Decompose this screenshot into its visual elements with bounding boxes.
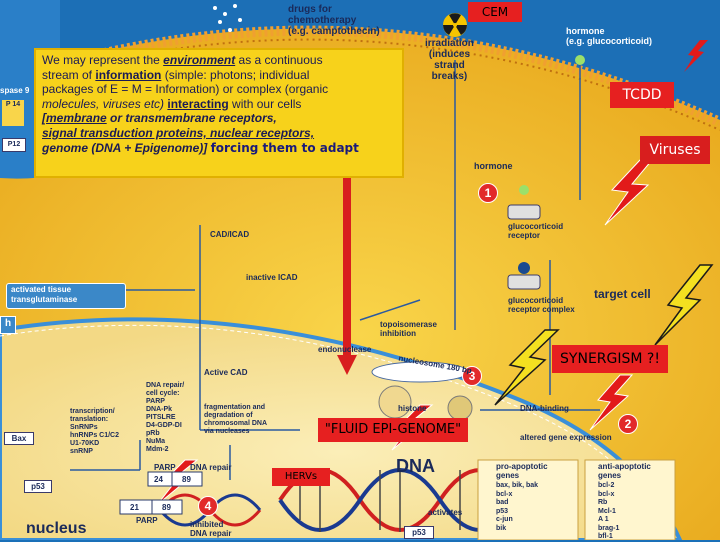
hormone-top-label: hormone (e.g. glucocorticoid) bbox=[566, 26, 653, 46]
tb-membrane: membrane bbox=[46, 111, 107, 126]
fragmentation-label: fragmentation and degradation of chromos… bbox=[204, 404, 268, 435]
inactive-icad-label: inactive ICAD bbox=[246, 273, 298, 282]
tb-information: information bbox=[95, 67, 162, 82]
anti-list: bcl-2 bcl-x Rb Mcl-1 A 1 brag-1 bfl-1 bbox=[598, 482, 620, 540]
activates-label: activates bbox=[428, 508, 463, 517]
step-4-badge: 4 bbox=[198, 496, 218, 516]
dna-repair2-label: DNA repair bbox=[190, 463, 232, 472]
tb-line2-pre: stream of bbox=[42, 67, 96, 82]
inhibited-label: inhibited DNA repair bbox=[190, 520, 232, 538]
tb-line4-pre: molecules, viruses etc) bbox=[42, 96, 168, 111]
pro-list: bax, bik, bak bcl-x bad p53 c-jun bik bbox=[496, 482, 539, 532]
altered-gene-label: altered gene expression bbox=[520, 433, 612, 442]
n89-label: 89 bbox=[182, 475, 191, 484]
tb-line5-pre: [ bbox=[42, 111, 46, 126]
cad-icad-label: CAD/ICAD bbox=[210, 230, 250, 239]
transcription-label: transcription/ translation: SnRNPs hnRNP… bbox=[70, 408, 120, 455]
fluid-epigenome-label: "FLUID EPI-GENOME" bbox=[318, 418, 468, 442]
tb-forcing-adapt: forcing them to adapt bbox=[210, 140, 359, 155]
gc-receptor-label: glucocorticoid receptor bbox=[508, 222, 564, 240]
cem-label: CEM bbox=[468, 2, 522, 22]
tb-line5-post: or transmembrane receptors, bbox=[106, 111, 277, 126]
p53-left-box: p53 bbox=[24, 480, 52, 493]
p14-box: P 14 bbox=[2, 100, 24, 126]
hormone-mid-label: hormone bbox=[474, 161, 513, 171]
endonuclease-label: endonuclease bbox=[318, 345, 372, 354]
dna-big-label: DNA bbox=[396, 456, 435, 476]
topo-label: topoisomerase inhibition bbox=[380, 320, 437, 338]
pro-apoptotic-label: pro-apoptotic genes bbox=[496, 462, 548, 480]
n89b-label: 89 bbox=[162, 503, 171, 512]
n21-label: 21 bbox=[130, 503, 139, 512]
tb-interacting: interacting bbox=[167, 96, 229, 111]
p53-bottom-box: p53 bbox=[404, 526, 434, 539]
tb-line4-post: with our cells bbox=[228, 96, 302, 111]
h-box: h bbox=[0, 316, 16, 334]
bax-box: Bax bbox=[4, 432, 34, 445]
drugs-label: drugs for chemotherapy (e.g. camptotheci… bbox=[288, 4, 380, 37]
n24-label: 24 bbox=[154, 475, 163, 484]
dna-repair-label: DNA repair/ cell cycle: PARP DNA-Pk PITS… bbox=[146, 382, 185, 453]
viruses-label: Viruses bbox=[640, 136, 710, 164]
gc-complex-label: glucocorticoid receptor complex bbox=[508, 296, 575, 314]
hervs-label: HERVs bbox=[272, 468, 330, 486]
activated-tg-box: activated tissue transglutaminase bbox=[6, 283, 126, 309]
tb-line3: packages of E = M = Information) or comp… bbox=[42, 82, 329, 97]
nucleus-label: nucleus bbox=[26, 520, 87, 537]
tb-line1-post: as a continuous bbox=[235, 53, 323, 67]
target-cell-label: target cell bbox=[594, 287, 651, 301]
parp-bottom-label: PARP bbox=[136, 516, 158, 525]
irradiation-label: irradiation (induces strand breaks) bbox=[425, 38, 474, 82]
tb-line2-post: (simple: photons; individual bbox=[161, 67, 310, 82]
histone-label: histone bbox=[398, 404, 427, 413]
p12-box: P12 bbox=[2, 138, 26, 152]
tb-line1-pre: We may represent the bbox=[42, 53, 164, 67]
tb-environment: environment bbox=[163, 53, 236, 67]
anti-apoptotic-label: anti-apoptotic genes bbox=[598, 462, 651, 480]
step-2-badge: 2 bbox=[618, 414, 638, 434]
parp-top-label: PARP bbox=[154, 463, 176, 472]
step-3-badge: 3 bbox=[462, 366, 482, 386]
tb-line7-pre: genome (DNA + Epigenome)] bbox=[42, 140, 211, 155]
environment-textbox: We may represent the environment as a co… bbox=[34, 48, 404, 178]
step-1-badge: 1 bbox=[478, 183, 498, 203]
synergism-label: SYNERGISM ?! bbox=[552, 345, 668, 373]
tb-line6: signal transduction proteins, nuclear re… bbox=[42, 125, 315, 140]
active-cad-label: Active CAD bbox=[204, 368, 248, 377]
caspase-label: spase 9 bbox=[0, 86, 30, 95]
dna-binding-label: DNA-binding bbox=[520, 404, 569, 413]
tcdd-label: TCDD bbox=[610, 82, 674, 108]
